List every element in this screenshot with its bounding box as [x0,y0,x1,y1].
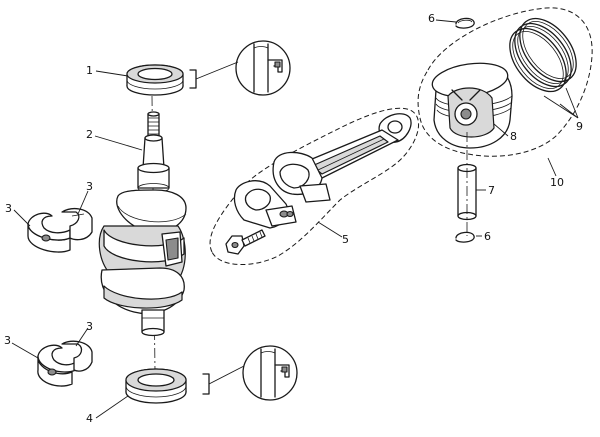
main-bearing-upper [27,207,93,253]
callout-9: 9 [576,120,583,133]
connecting-rod [233,113,412,229]
piston-group-outline [417,7,593,157]
callout-6-top: 6 [428,12,435,25]
callout-3-lower-left: 3 [4,334,11,347]
main-bearing-lower [37,340,93,387]
callout-4: 4 [86,412,93,425]
callout-6-bottom: 6 [484,230,491,243]
connecting-rod-group-outline [209,107,419,266]
piston-pin-clip-top [455,17,475,29]
oil-seal-detail-icon [189,40,291,96]
callout-5: 5 [342,233,349,246]
callout-3-upper-right: 3 [86,180,93,193]
piston-pin-clip-bottom [455,231,475,243]
callout-3-upper-left: 3 [5,202,12,215]
connecting-rod-bolt [225,229,266,255]
callout-numbers: 1 2 3 3 3 3 4 5 6 6 7 8 9 10 [4,12,583,425]
lower-oil-seal [125,368,187,404]
piston-rings [509,17,577,93]
piston-pin [457,132,477,236]
piston [431,62,513,149]
upper-oil-seal [126,64,184,96]
callout-2: 2 [86,128,93,141]
crankshaft [98,111,187,337]
oil-seal-detail-lower-icon [202,345,298,401]
callout-10: 10 [550,176,564,189]
callout-7: 7 [488,184,495,197]
callout-3-lower-right: 3 [86,320,93,333]
leader-lines [11,19,579,419]
callout-8: 8 [510,130,517,143]
callout-1: 1 [86,64,93,77]
